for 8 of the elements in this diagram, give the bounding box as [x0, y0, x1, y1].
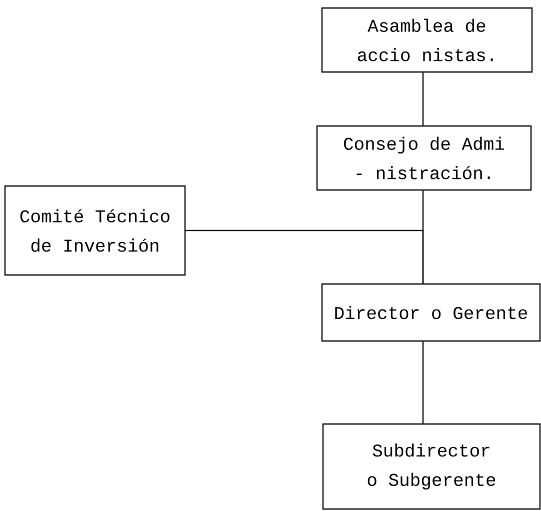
org-box: Comité Técnico de Inversión [4, 185, 186, 276]
connector-line [186, 230, 424, 284]
org-box: Asamblea de accio nistas. [321, 7, 533, 73]
org-box: Consejo de Admi - nistración. [316, 125, 532, 191]
connector-line [422, 342, 424, 424]
connector-line [422, 72, 424, 126]
org-box: Director o Gerente [321, 283, 541, 342]
org-box: Subdirector o Subgerente [322, 423, 541, 510]
